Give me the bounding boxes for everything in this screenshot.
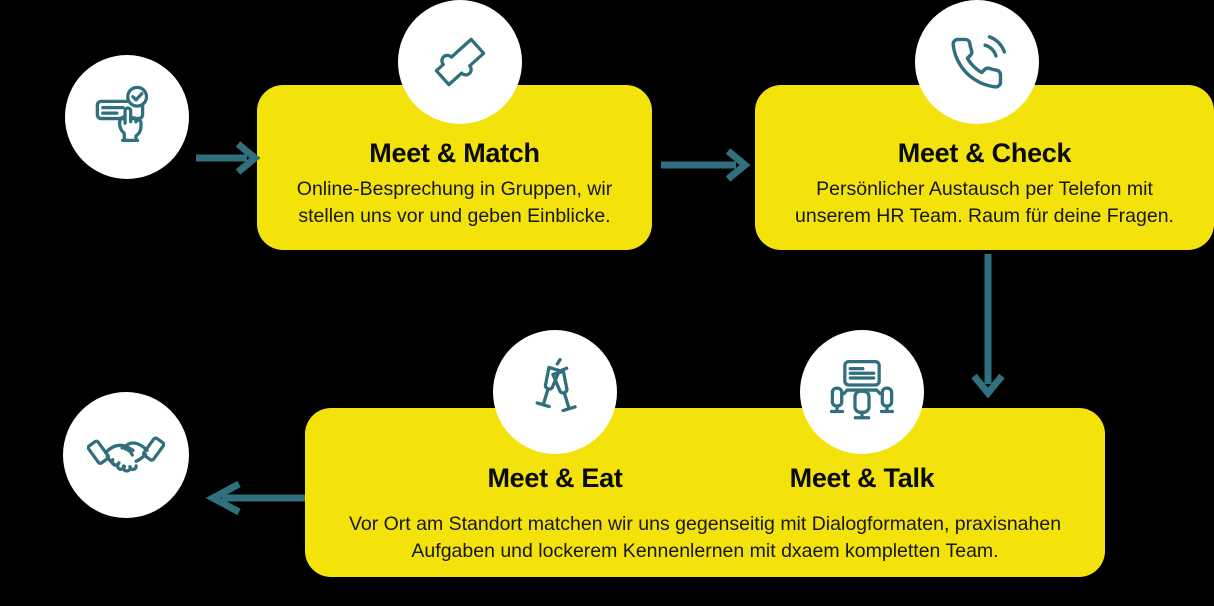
step-title: Meet & Check [897, 138, 1072, 168]
step-card-meet-eat-talk: Meet & Eat Meet & Talk Vor Ort am Stando… [305, 408, 1105, 577]
champagne-toast-icon-circle [493, 330, 617, 454]
step-title-talk: Meet & Talk [789, 463, 935, 493]
puzzle-icon-circle [398, 0, 522, 124]
arrow-left-icon [205, 480, 305, 516]
arrow-right-icon [661, 148, 751, 182]
handshake-icon [87, 436, 165, 473]
meeting-table-icon [829, 359, 895, 420]
arrow-to-handshake [200, 480, 308, 516]
champagne-toast-icon [535, 357, 577, 413]
apply-click-icon [95, 85, 149, 143]
step-title-eat: Meet & Eat [487, 463, 623, 493]
apply-click-icon-circle [65, 55, 189, 179]
phone-icon-circle [915, 0, 1039, 124]
step-title: Meet & Match [369, 138, 540, 168]
phone-icon [951, 35, 1007, 89]
meeting-table-icon-circle [800, 330, 924, 454]
arrow-match-to-check [658, 147, 753, 183]
arrow-start-to-match [193, 140, 263, 176]
step-description: Vor Ort am Standort matchen wir uns gege… [348, 513, 1062, 562]
puzzle-icon [434, 37, 486, 87]
step-description: Online-Besprechung in Gruppen, wir stell… [296, 178, 613, 227]
handshake-icon-circle [63, 392, 189, 518]
step-description: Persönlicher Austausch per Telefon mit u… [795, 178, 1174, 227]
arrow-right-icon [196, 141, 261, 175]
arrow-check-down [970, 252, 1006, 404]
arrow-down-icon [971, 254, 1005, 399]
